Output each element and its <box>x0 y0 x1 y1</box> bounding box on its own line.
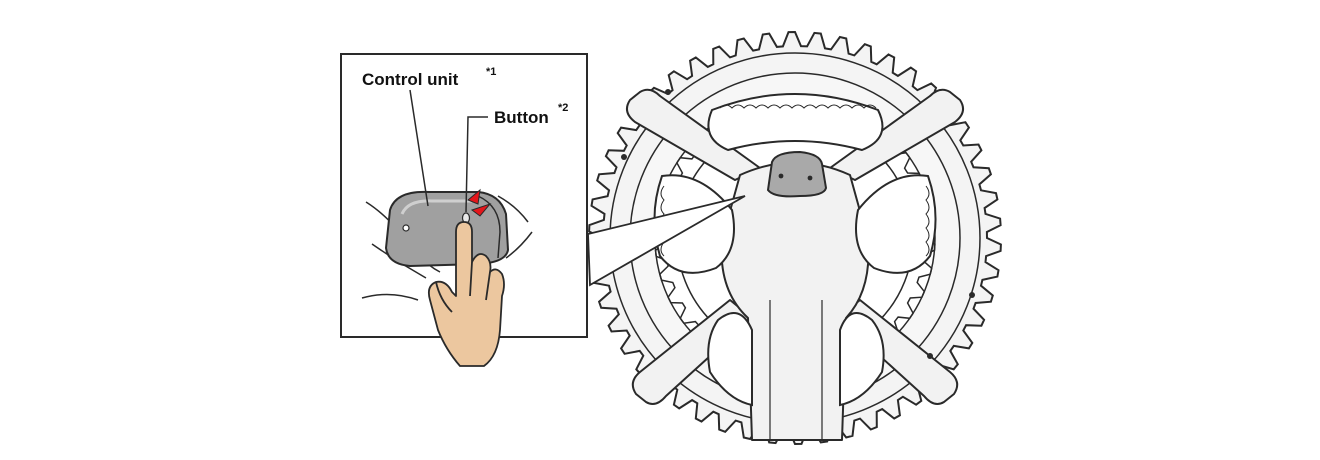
control-unit-highlight <box>400 199 472 215</box>
control-unit-small <box>766 150 828 198</box>
button-footnote: *2 <box>558 102 568 114</box>
control-unit-screw <box>807 175 813 181</box>
control-unit-leader <box>409 89 429 207</box>
crank-spider <box>625 88 965 441</box>
control-unit-footnote: *1 <box>486 66 496 78</box>
control-unit-edge <box>477 195 501 259</box>
pointing-finger-icon <box>427 221 505 367</box>
chainring-icon <box>588 30 1002 446</box>
control-unit-screw-large <box>402 224 410 232</box>
zoom-wedge <box>587 195 746 287</box>
press-arrows-icon <box>467 188 492 217</box>
control-unit-label: Control unit <box>362 70 459 89</box>
crank-arm-detail <box>769 300 823 440</box>
control-unit-led <box>778 173 784 179</box>
button-leader <box>465 116 488 213</box>
button-label: Button <box>494 108 549 127</box>
chainring-bolts <box>621 89 975 359</box>
detail-inset: Control unit *1 Button *2 <box>340 53 588 367</box>
